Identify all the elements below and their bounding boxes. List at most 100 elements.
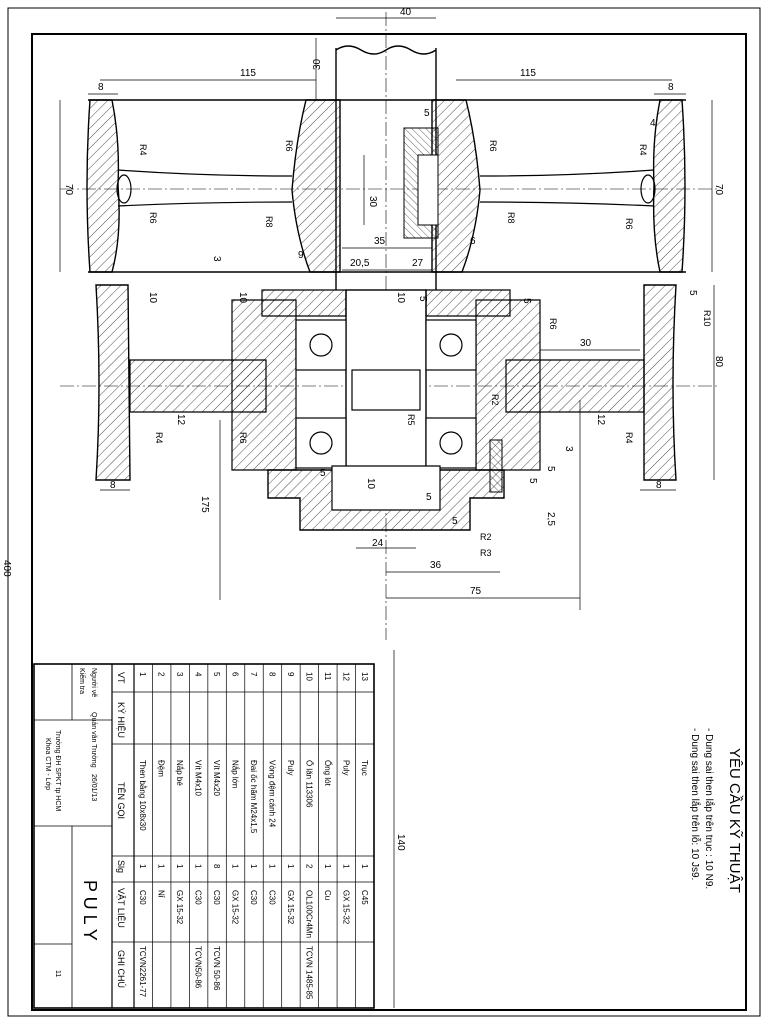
screw [489,439,503,493]
lower-hub-right [475,299,541,471]
dimension-texts: 40 115 115 30 8 8 5 4 R4 R4 R6 R6 R6 R6 … [1,7,724,851]
dim-36: 36 [430,560,442,571]
bom-cell-vt: 10 [304,672,313,681]
bom-cell-slg: 1 [323,864,332,869]
title-block-texts: Kiểm tra Người vẽ Quản văn Trường 26/01/… [44,668,100,977]
dim-r4-a: R4 [138,144,148,156]
dim-5-top: 5 [424,108,430,119]
dim-r8-a: R8 [264,216,274,228]
dim-5-a: 5 [417,296,428,302]
bom-cell-slg: 1 [286,864,295,869]
tb-nguoi-ve-name: Quản văn Trường [90,712,97,768]
dim-r10: R10 [702,310,712,327]
bom-cell-tengoi: Vít M4x10 [194,760,203,797]
shaft-step [351,369,421,411]
dim-27: 27 [412,258,424,269]
lower-pulley-right-rim [643,284,677,481]
bom-cell-ghichu: TCVN50-86 [194,946,203,989]
dim-5-h: 5 [452,516,458,527]
bom-cell-vt: 6 [231,672,240,677]
dim-400: 400 [1,560,12,577]
bom-cell-slg: 1 [194,864,203,869]
dim-r2: R2 [490,394,500,406]
bom-cell-tengoi: Đệm [157,760,166,777]
bom-cell-slg: 1 [360,864,369,869]
bom-cell-tengoi: Then bằng 10x8x30 [138,760,147,831]
bom-cell-vt: 3 [175,672,184,677]
dim-20-5: 20,5 [350,258,370,269]
bom-cell-vatlieu: GX 15-32 [175,890,184,925]
upper-pulley-right-rim [652,99,686,273]
bom-cell-slg: 1 [157,864,166,869]
dim-140: 140 [395,834,406,851]
outer-frame [7,7,761,1017]
dim-80: 80 [713,356,724,368]
dim-r8-b: R8 [506,212,516,224]
dim-30-right: 30 [580,338,592,349]
bom-header-vt: VT [116,672,126,684]
dim-8-tl: 8 [98,82,104,93]
bom-header-texts: VT KÝ HIỆU TÊN GỌI Slg VẬT LIỆU GHI CHÚ [116,672,126,988]
dim-right-span: 115 [520,68,536,79]
bom-cell-vt: 9 [286,672,295,677]
bom-cell-tengoi: Vít M4x20 [212,760,221,797]
dim-r5: R5 [406,414,416,426]
top-cover [261,289,511,317]
bom-cell-slg: 1 [138,864,147,869]
dim-r6-e: R6 [548,318,558,330]
bom-cell-vt: 7 [249,672,258,677]
bom-cell-vatlieu: GX 15-32 [231,890,240,925]
dim-r3: R3 [480,548,492,558]
bom-cell-tengoi: Ống lót [323,760,333,787]
bom-header-ghichu: GHI CHÚ [116,950,126,988]
dim-r6-b: R6 [488,140,498,152]
bom-cell-vatlieu: C30 [138,890,147,905]
bom-cell-vt: 11 [323,672,332,681]
bom-header-kyhieu: KÝ HIỆU [116,702,126,738]
dim-35: 35 [374,236,386,247]
bom-cell-vatlieu: GX 15-32 [286,890,295,925]
bom-cell-slg: 8 [212,864,221,869]
bom-cell-vatlieu: GX 15-32 [341,890,350,925]
bom-cell-vatlieu: OL100Cr4Mn [304,890,313,938]
dim-top-width: 40 [400,7,412,18]
dim-10-b: 10 [237,292,248,304]
dim-24: 24 [372,538,384,549]
dim-5-d: 5 [545,466,556,472]
bom-cell-vt: 5 [212,672,221,677]
dim-r4-b: R4 [638,144,648,156]
key-slot [417,154,439,226]
dim-10-a: 10 [147,292,158,304]
bom-cell-ghichu: TCVN 50-86 [212,946,221,991]
dim-5-g: 5 [426,492,432,503]
lower-pulley-left-rim [95,284,131,481]
bom-cell-tengoi: Vòng đệm cánh 24 [267,760,276,828]
requirements-title: YÊU CẦU KỸ THUẬT [726,748,743,893]
bom-cell-tengoi: Trục [360,760,369,776]
inner-frame [31,33,747,1011]
dim-3-b: 3 [563,446,574,452]
dim-r2-b: R2 [480,532,492,542]
bom-cell-tengoi: Puly [341,760,350,776]
bom-table [33,663,375,1009]
dim-6: 6 [470,236,476,247]
dim-3: 3 [211,256,222,262]
tb-truong-1: Trường ĐH SPKT tp HCM [54,730,61,811]
dim-12-a: 12 [175,414,186,426]
dim-12-b: 12 [595,414,606,426]
tb-truong-2: Khoa CTM - Lớp [44,738,51,790]
dim-5-f: 5 [320,468,326,479]
upper-hub-left [291,99,341,273]
dim-r4-d: R4 [624,432,634,444]
tb-sheet-no: 11 [54,970,61,977]
dim-10-d: 10 [365,478,376,490]
technical-requirements: YÊU CẦU KỸ THUẬT - Dung sai then lắp trê… [689,728,743,893]
bom-cell-vt: 13 [360,672,369,681]
bom-cell-vt: 4 [194,672,203,677]
dim-2-5: 2,5 [545,512,556,526]
dim-r6-c: R6 [148,212,158,224]
dim-5-b: 5 [521,298,532,304]
bom-cell-slg: 1 [231,864,240,869]
bom-cell-slg: 1 [249,864,258,869]
